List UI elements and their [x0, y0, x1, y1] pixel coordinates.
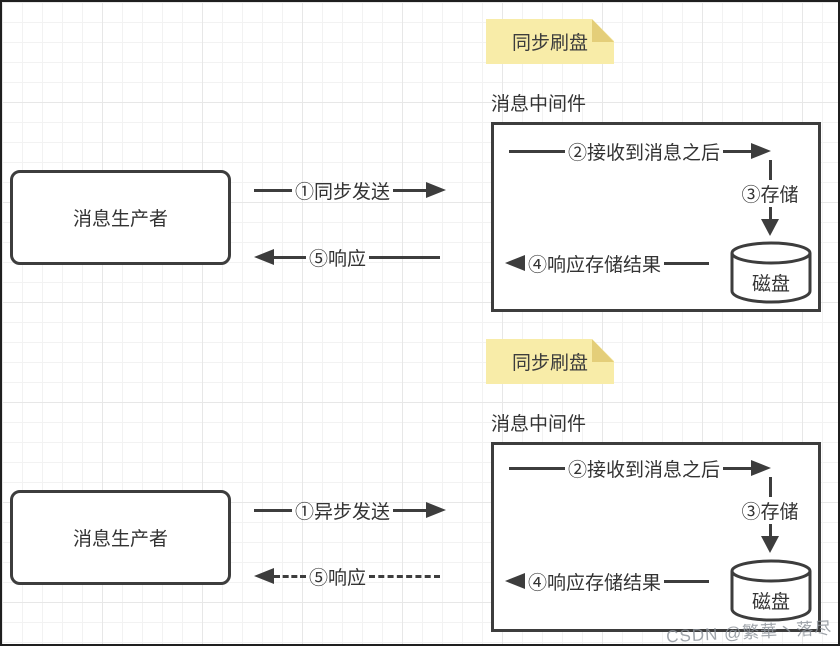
cylinder-shape-icon	[730, 241, 812, 304]
response-arrow-top: ⑤响应	[254, 243, 440, 271]
note-fold-corner-icon	[592, 339, 614, 362]
receive-arrow-label: ②接收到消息之后	[568, 459, 721, 481]
arrowhead-left-icon	[505, 255, 525, 271]
send-arrow-bottom: ①异步发送	[254, 496, 446, 524]
arrowhead-right-icon	[426, 182, 446, 198]
receive-arrow-bottom: ②接收到消息之后	[509, 454, 771, 482]
send-arrow-top: ①同步发送	[254, 176, 446, 204]
store-arrow-label: ③存储	[741, 502, 799, 523]
arrowhead-left-icon	[254, 249, 274, 265]
store-response-arrow-top: ④响应存储结果	[505, 249, 709, 277]
arrowhead-left-icon	[505, 573, 525, 589]
send-arrow-label: ①同步发送	[295, 181, 391, 203]
sticky-note-label: 同步刷盘	[511, 33, 588, 54]
producer-box-bottom: 消息生产者	[10, 490, 231, 585]
arrowhead-right-icon	[751, 460, 771, 476]
sticky-note-label: 同步刷盘	[511, 353, 588, 374]
store-arrow-label: ③存储	[741, 185, 799, 206]
store-response-arrow-bottom: ④响应存储结果	[505, 567, 709, 595]
middleware-title-top: 消息中间件	[491, 94, 587, 115]
sticky-note-async-flush: 同步刷盘	[486, 339, 614, 384]
receive-arrow-top: ②接收到消息之后	[509, 137, 771, 165]
response-arrow-bottom: ⑤响应	[254, 562, 440, 590]
middleware-title-bottom: 消息中间件	[491, 414, 587, 435]
store-response-label: ④响应存储结果	[528, 572, 662, 594]
disk-label: 磁盘	[751, 592, 790, 613]
store-arrow-bottom: ③存储	[737, 477, 803, 553]
arrowhead-right-icon	[426, 502, 446, 518]
cylinder-shape-icon	[730, 559, 812, 622]
producer-label: 消息生产者	[72, 209, 168, 230]
response-arrow-label: ⑤响应	[309, 567, 367, 589]
store-arrow-top: ③存储	[737, 160, 803, 236]
receive-arrow-label: ②接收到消息之后	[568, 142, 721, 164]
arrowhead-down-icon	[761, 536, 779, 553]
response-arrow-label: ⑤响应	[309, 248, 367, 270]
arrowhead-left-icon	[254, 568, 274, 584]
producer-box-top: 消息生产者	[10, 170, 231, 265]
sticky-note-sync-flush: 同步刷盘	[486, 19, 614, 64]
arrowhead-right-icon	[751, 143, 771, 159]
note-fold-corner-icon	[592, 19, 614, 42]
disk-cylinder-bottom: 磁盘	[729, 559, 813, 623]
store-response-label: ④响应存储结果	[528, 254, 662, 276]
producer-label: 消息生产者	[72, 529, 168, 550]
arrowhead-down-icon	[761, 219, 779, 236]
send-arrow-label: ①异步发送	[295, 501, 391, 523]
disk-cylinder-top: 磁盘	[729, 241, 813, 305]
disk-label: 磁盘	[751, 274, 790, 295]
